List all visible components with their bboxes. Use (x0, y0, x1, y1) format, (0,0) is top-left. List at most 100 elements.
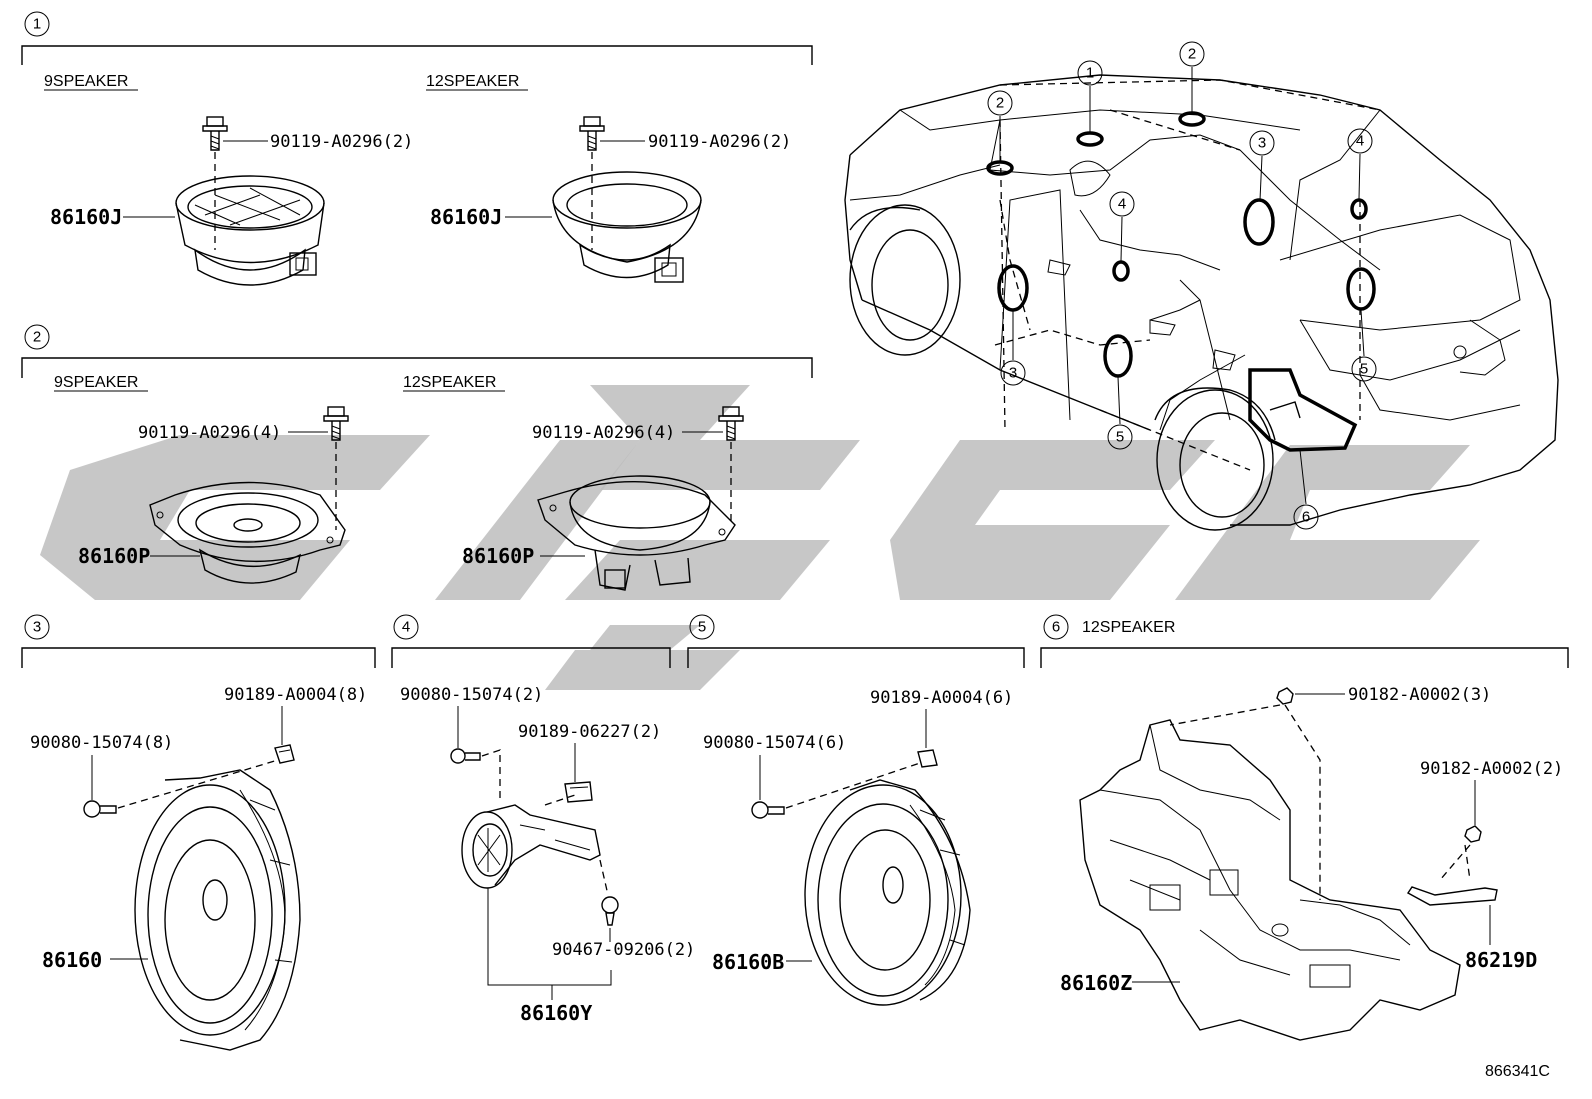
s3-screw-label: 90080-15074(8) (30, 733, 173, 753)
section-6-badge (1043, 614, 1069, 640)
clip-icon (274, 744, 295, 764)
bracket-icon (1406, 886, 1498, 906)
ring-6 (1248, 368, 1358, 452)
s1-right-bolt-label: 90119-A0296(2) (648, 132, 791, 152)
vehicle-callouts: 1 2 2 3 3 4 4 5 5 6 (987, 41, 1377, 530)
section-1-badge (24, 11, 50, 37)
car-callout-6: 6 (1302, 509, 1310, 526)
s4-speaker-label: 86160Y (520, 1001, 592, 1025)
s1-right-speaker-label: 86160J (430, 205, 502, 229)
s4-clip-label: 90189-06227(2) (518, 722, 661, 742)
section-4-number: 4 (402, 619, 410, 636)
car-callout-5a: 5 (1116, 429, 1124, 446)
section-5-bracket (687, 647, 1025, 668)
section-1-right-assembly: 90119-A0296(2) 86160J (430, 116, 791, 283)
s5-clip-label: 90189-A0004(6) (870, 688, 1013, 708)
section-3-assembly: 90189-A0004(8) 90080-15074(8) 86160 (30, 685, 367, 1051)
section-2-number: 2 (33, 329, 41, 346)
section-5-badge (689, 614, 715, 640)
section-5-number: 5 (698, 619, 706, 636)
section-2-label-left: 9SPEAKER (54, 374, 138, 391)
ring-5a (1103, 334, 1133, 378)
section-1-header: 1 9SPEAKER 12SPEAKER (21, 11, 813, 91)
s3-speaker-label: 86160 (42, 948, 102, 972)
section-5-assembly: 90189-A0004(6) 90080-15074(6) 86160B (703, 688, 1013, 1006)
car-callout-1: 1 (1086, 65, 1094, 82)
bolt-icon (323, 406, 349, 441)
bolt-icon (202, 116, 228, 151)
screw-icon (83, 800, 117, 818)
ring-2b (1178, 111, 1206, 127)
speaker-icon (149, 481, 346, 584)
speaker-box-icon (1079, 719, 1461, 1041)
s6-nut-top-label: 90182-A0002(3) (1348, 685, 1491, 705)
section-6-label: 12SPEAKER (1082, 619, 1175, 636)
section-2-bracket (21, 357, 813, 378)
section-2-left-assembly: 90119-A0296(4) 86160P (78, 406, 349, 584)
speaker-icon (537, 475, 736, 591)
ring-5b (1346, 267, 1376, 311)
screw-icon (751, 801, 785, 819)
s6-nut-side-label: 90182-A0002(2) (1420, 759, 1563, 779)
s2-right-speaker-label: 86160P (462, 544, 534, 568)
section-3-number: 3 (33, 619, 41, 636)
section-2-header: 2 9SPEAKER 12SPEAKER (21, 324, 813, 392)
section-4-header: 4 (391, 614, 671, 668)
car-callout-3a: 3 (1009, 365, 1017, 382)
ring-1 (1076, 131, 1104, 147)
section-6-assembly: 90182-A0002(3) 90182-A0002(2) 86219D 861… (1060, 685, 1563, 1041)
section-6-header: 6 12SPEAKER (1040, 614, 1569, 668)
section-6-bracket (1040, 647, 1569, 668)
bolt-icon (718, 406, 744, 441)
clip-icon (917, 749, 938, 768)
s5-screw-label: 90080-15074(6) (703, 733, 846, 753)
section-1-label-right: 12SPEAKER (426, 73, 519, 90)
section-1-number: 1 (33, 16, 41, 33)
car-callout-4b: 4 (1356, 133, 1364, 150)
ring-4a (1112, 260, 1130, 282)
speaker-icon (175, 175, 325, 286)
s3-clip-label: 90189-A0004(8) (224, 685, 367, 705)
car-callout-2b: 2 (1188, 46, 1196, 63)
section-4-badge (393, 614, 419, 640)
speaker-icon (134, 769, 301, 1051)
car-callout-4a: 4 (1118, 196, 1126, 213)
speaker-icon (552, 171, 702, 283)
section-1-bracket (21, 45, 813, 65)
vehicle-illustration (844, 67, 1559, 531)
ring-4b (1350, 198, 1368, 220)
section-2-label-right: 12SPEAKER (403, 374, 496, 391)
s1-left-speaker-label: 86160J (50, 205, 122, 229)
section-3-header: 3 (21, 614, 376, 668)
s6-box-label: 86160Z (1060, 971, 1132, 995)
rivet-icon (601, 896, 619, 926)
s1-left-bolt-label: 90119-A0296(2) (270, 132, 413, 152)
section-1-label-left: 9SPEAKER (44, 73, 128, 90)
diagram-code: 866341C (1485, 1063, 1550, 1080)
s2-left-speaker-label: 86160P (78, 544, 150, 568)
section-4-bracket (391, 647, 671, 668)
s4-screw-label: 90080-15074(2) (400, 685, 543, 705)
ring-2a (986, 160, 1014, 176)
section-2-badge (24, 324, 50, 350)
s5-speaker-label: 86160B (712, 950, 784, 974)
s2-left-bolt-label: 90119-A0296(4) (138, 423, 281, 443)
section-3-bracket (21, 647, 376, 668)
s6-bracket-label: 86219D (1465, 948, 1537, 972)
clip-icon (564, 781, 593, 803)
section-2-right-assembly: 90119-A0296(4) 86160P (462, 406, 744, 591)
section-5-header: 5 (687, 614, 1025, 668)
section-6-number: 6 (1052, 619, 1060, 636)
screw-icon (450, 748, 481, 764)
bolt-icon (579, 116, 605, 151)
car-callout-5b: 5 (1360, 361, 1368, 378)
s2-right-bolt-label: 90119-A0296(4) (532, 423, 675, 443)
s4-rivet-label: 90467-09206(2) (552, 940, 695, 960)
nut-icon (1276, 687, 1294, 705)
tweeter-icon (461, 804, 601, 889)
ring-3b (1243, 198, 1275, 246)
nut-icon (1464, 825, 1482, 843)
section-3-badge (24, 614, 50, 640)
car-callout-2a: 2 (996, 95, 1004, 112)
